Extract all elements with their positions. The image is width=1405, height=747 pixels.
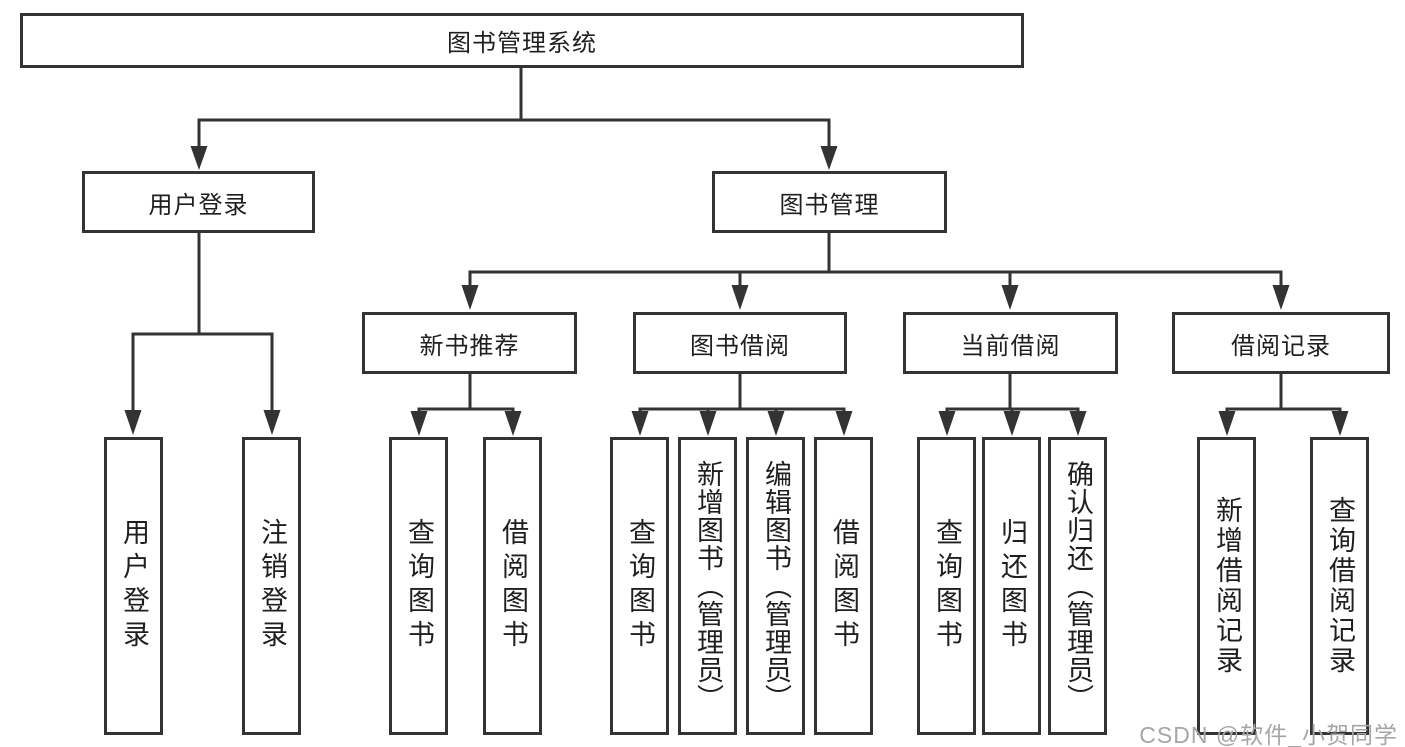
node-user-login-label: 用户登录 xyxy=(148,191,249,219)
edge-root-to-level2 xyxy=(190,68,838,170)
leaf-label: 查询图书 xyxy=(625,518,655,654)
node-leaf-user-login: 用户登录 xyxy=(104,437,163,735)
leaf-label: 编辑图书（管理员） xyxy=(761,460,791,712)
edge-user-login-children xyxy=(124,233,281,435)
node-current-borrow-label: 当前借阅 xyxy=(960,332,1061,360)
node-new-book-recommend-label: 新书推荐 xyxy=(419,332,520,360)
node-leaf-borrow-books-2: 借阅图书 xyxy=(814,437,873,735)
leaf-label: 归还图书 xyxy=(997,518,1027,654)
arrowhead xyxy=(263,410,281,435)
watermark-text: CSDN @软件_小贺同学 xyxy=(1139,722,1398,747)
node-borrow-records-label: 借阅记录 xyxy=(1231,332,1331,360)
arrowhead xyxy=(1272,285,1290,310)
arrowhead xyxy=(461,285,479,310)
arrowhead xyxy=(124,410,142,435)
node-leaf-edit-books-admin: 编辑图书（管理员） xyxy=(746,437,805,735)
leaf-label: 查询图书 xyxy=(932,518,962,654)
leaf-label: 查询借阅记录 xyxy=(1325,496,1355,676)
arrowhead xyxy=(835,411,853,436)
node-leaf-add-borrow-record: 新增借阅记录 xyxy=(1197,437,1256,735)
node-book-borrow-label: 图书借阅 xyxy=(690,332,790,360)
node-leaf-query-books-1: 查询图书 xyxy=(389,437,448,735)
arrowhead xyxy=(820,146,838,170)
arrowhead xyxy=(938,411,956,436)
node-borrow-records: 借阅记录 xyxy=(1172,312,1390,374)
arrowhead xyxy=(767,411,785,436)
edge-current-borrow-children xyxy=(938,374,1087,436)
node-current-borrow: 当前借阅 xyxy=(903,312,1118,374)
arrowhead xyxy=(1331,411,1349,436)
node-user-login: 用户登录 xyxy=(82,171,315,233)
node-leaf-query-books-3: 查询图书 xyxy=(917,437,976,735)
arrowhead xyxy=(699,411,717,436)
leaf-label: 用户登录 xyxy=(119,518,149,654)
node-book-management: 图书管理 xyxy=(712,171,947,233)
node-book-borrow: 图书借阅 xyxy=(633,312,847,374)
arrowhead xyxy=(410,411,428,436)
leaf-label: 注销登录 xyxy=(257,518,287,654)
arrowhead xyxy=(631,411,649,436)
arrowhead xyxy=(1069,411,1087,436)
edge-borrow-records-children xyxy=(1218,374,1349,436)
edge-new-book-recommend-children xyxy=(410,374,522,436)
node-leaf-logout: 注销登录 xyxy=(242,437,301,735)
edge-book-management-children xyxy=(461,233,1290,310)
edge-book-borrow-children xyxy=(631,374,853,436)
node-root-label: 图书管理系统 xyxy=(447,30,597,57)
leaf-label: 查询图书 xyxy=(404,518,434,654)
node-leaf-borrow-books-1: 借阅图书 xyxy=(483,437,542,735)
node-leaf-return-books: 归还图书 xyxy=(982,437,1041,735)
arrowhead xyxy=(1218,411,1236,436)
node-book-management-label: 图书管理 xyxy=(779,191,880,219)
arrowhead xyxy=(190,146,208,170)
arrowhead xyxy=(504,411,522,436)
node-leaf-confirm-return-admin: 确认归还（管理员） xyxy=(1048,437,1107,735)
node-root: 图书管理系统 xyxy=(20,13,1024,68)
leaf-label: 新增图书（管理员） xyxy=(693,460,723,712)
node-leaf-query-books-2: 查询图书 xyxy=(610,437,669,735)
arrowhead xyxy=(1001,285,1019,310)
node-leaf-query-borrow-record: 查询借阅记录 xyxy=(1310,437,1369,735)
leaf-label: 新增借阅记录 xyxy=(1212,496,1242,676)
leaf-label: 借阅图书 xyxy=(829,518,859,654)
leaf-label: 借阅图书 xyxy=(498,518,528,654)
node-new-book-recommend: 新书推荐 xyxy=(362,312,577,374)
arrowhead xyxy=(1003,411,1021,436)
arrowhead xyxy=(731,285,749,310)
leaf-label: 确认归还（管理员） xyxy=(1063,460,1093,712)
node-leaf-add-books-admin: 新增图书（管理员） xyxy=(678,437,737,735)
